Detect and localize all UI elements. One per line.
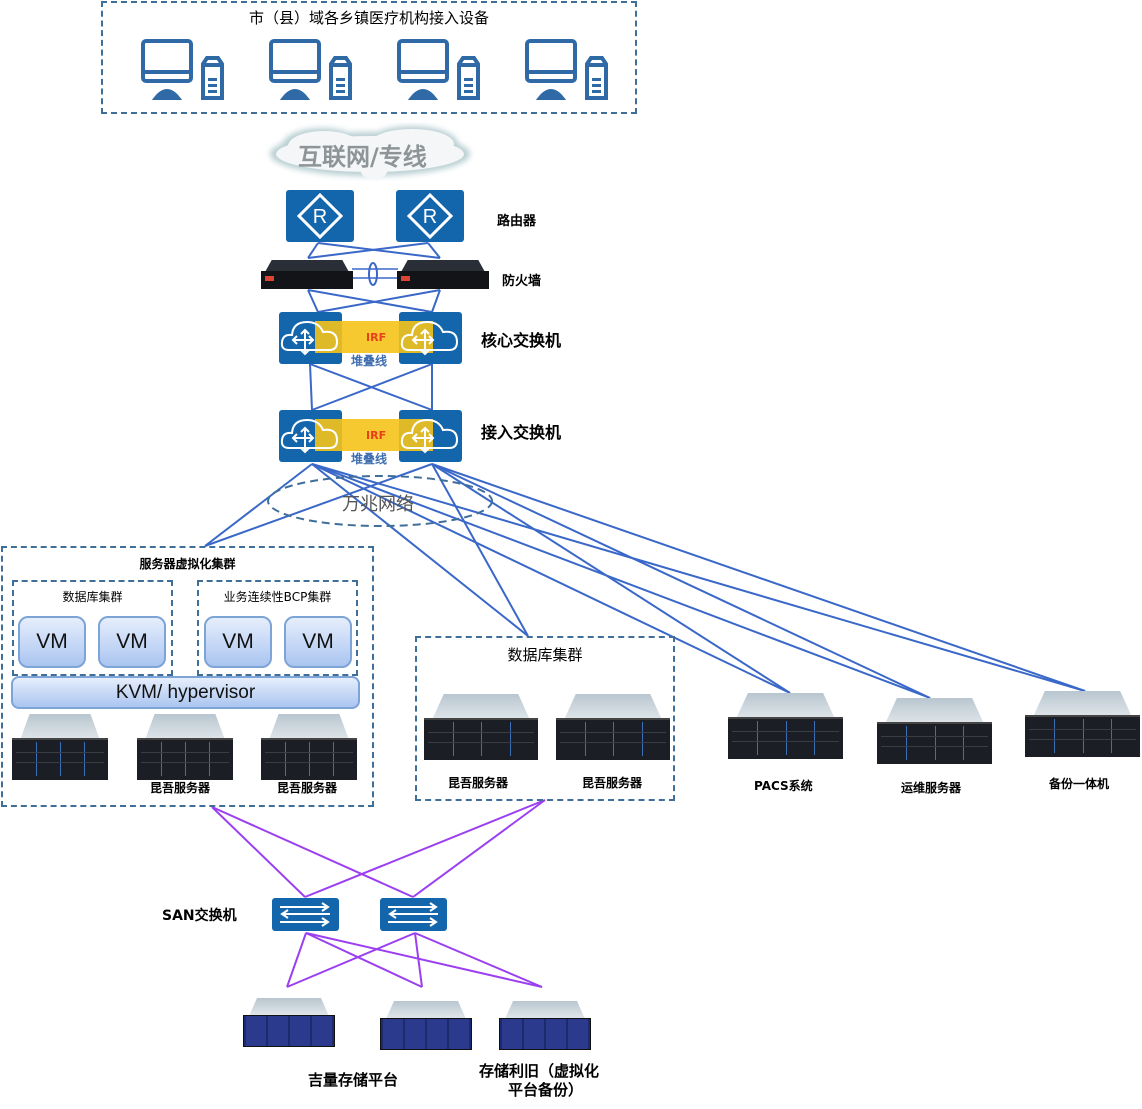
pacs-server-label: PACS系统 [754,779,813,793]
svg-text:R: R [423,206,437,228]
virt-server-3-label: 昆吾服务器 [277,781,338,795]
db-cluster-vm-title: 数据库集群 [62,590,123,604]
link-access-backup [311,463,1086,692]
access-devices-title: 市（县）域各乡镇医疗机构接入设备 [248,9,489,27]
link-san-storage [414,932,543,988]
db-server-1[interactable] [424,694,538,766]
access-devices-group [101,1,637,114]
link-router-firewall [307,242,429,259]
link-bundle-ring [368,262,378,286]
storage-backup-label-2: 平台备份） [508,1081,584,1099]
switch-arrows-icon [388,902,438,927]
ops-server[interactable] [877,698,992,776]
core-stack-label: 堆叠线 [351,354,388,368]
link-firewall-core [307,289,433,313]
database-cluster [415,636,675,801]
firewall-1[interactable] [261,260,353,290]
link-access-virt [204,463,313,547]
desktop-computer-icon [141,39,224,100]
vm-bcp-1[interactable]: VM [204,616,272,668]
router-1[interactable]: R [286,190,354,242]
link-router-firewall [307,242,319,259]
database-cluster-title: 数据库集群 [507,646,583,664]
link-access-db [311,463,529,637]
core-switch-label: 核心交换机 [481,331,562,350]
bcp-cluster-vm-group [197,580,358,676]
vm-db-1[interactable]: VM [18,616,86,668]
link-san-storage [286,932,307,988]
db-server-2-label: 昆吾服务器 [582,776,643,790]
link-access-backup [431,463,1086,692]
virt-server-1[interactable] [12,714,108,780]
pacs-server[interactable] [728,693,843,771]
virt-server-3[interactable] [261,714,357,780]
ops-server-label: 运维服务器 [901,781,962,795]
link-core-access [309,363,313,411]
storage-array-1[interactable] [243,998,335,1047]
link-san-storage [286,932,416,988]
virt-server-2[interactable] [137,714,233,780]
link-firewall-core [317,289,441,313]
db-cluster-vm-group [12,580,173,676]
switch-arrows-icon [280,902,330,927]
san-switch-label: SAN交换机 [162,908,237,924]
virtualization-cluster-title: 服务器虚拟化集群 [139,557,236,571]
link-db-san [304,799,546,898]
router-2[interactable]: R [396,190,464,242]
cloud-switch-icon [400,320,459,356]
router-icon: R [406,192,454,240]
network-ring-label: 万兆网络 [342,494,414,515]
desktop-computer-icon [269,39,352,100]
virtualization-cluster [1,546,374,807]
san-switch-2[interactable] [380,898,447,931]
link-firewall-core [431,289,441,313]
svg-text:R: R [313,206,327,228]
backup-appliance[interactable] [1025,691,1140,769]
virt-server-2-label: 昆吾服务器 [150,781,211,795]
link-access-virt [204,463,433,547]
access-switch-label: 接入交换机 [481,423,562,442]
link-san-storage [305,932,423,988]
link-firewall-core [307,289,319,313]
storage-array-legacy[interactable] [499,1001,591,1050]
storage-array-2[interactable] [380,1001,472,1050]
cloud-switch-icon [280,320,339,356]
desktop-computer-icon [397,39,480,100]
router-icon: R [296,192,344,240]
bcp-cluster-vm-title: 业务连续性BCP集群 [223,590,332,604]
vm-bcp-2[interactable]: VM [284,616,352,668]
link-san-storage [305,932,543,988]
backup-appliance-label: 备份一体机 [1049,777,1110,791]
cloud-icon [270,126,470,180]
access-stack-label: 堆叠线 [351,452,388,466]
internet-label: 互联网/专线 [298,143,427,171]
link-san-storage [414,932,423,988]
san-switch-1[interactable] [272,898,339,931]
db-server-2[interactable] [556,694,670,766]
vm-db-2[interactable]: VM [98,616,166,668]
desktop-computer-icon [525,39,608,100]
access-irf-label: IRF [366,429,387,442]
router-label: 路由器 [497,214,537,229]
network-ring [267,475,493,527]
cloud-switch-icon [400,418,459,454]
link-access-ops [311,463,931,699]
db-server-1-label: 昆吾服务器 [448,776,509,790]
link-virt-san [211,806,414,898]
firewall-label: 防火墙 [502,274,542,289]
cloud-switch-icon [280,418,339,454]
link-virt-san [211,806,306,898]
storage-main-label: 吉量存储平台 [308,1071,399,1089]
link-access-pacs [311,463,791,694]
link-router-firewall [317,242,441,259]
storage-backup-label-1: 存储利旧（虚拟化 [479,1062,600,1080]
link-db-san [412,799,546,898]
core-irf-label: IRF [366,331,387,344]
link-access-ops [431,463,931,699]
link-core-access [311,363,433,411]
firewall-2[interactable] [397,260,489,290]
link-router-firewall [427,242,441,259]
kvm-hypervisor[interactable]: KVM/ hypervisor [11,676,360,709]
link-access-db [431,463,529,637]
